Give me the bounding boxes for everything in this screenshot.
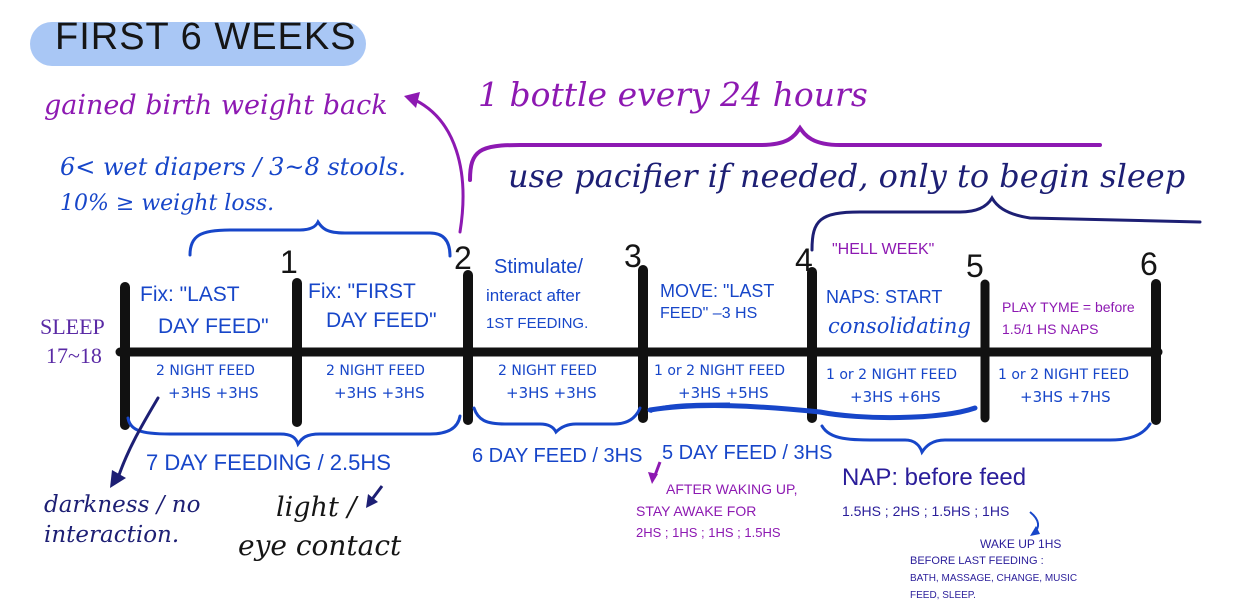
wakeup-line1: WAKE UP 1HS (980, 537, 1062, 551)
wakeup-arrowhead (1030, 526, 1040, 536)
wakeup-line2: BEFORE LAST FEEDING : (910, 555, 1044, 567)
note-week2-line2: interact after (486, 286, 581, 305)
gained-weight-note: gained birth weight back (44, 90, 388, 121)
night-feed-1-line1: 2 NIGHT FEED (156, 363, 255, 379)
week-marker-5: 5 (966, 248, 984, 284)
day-feeding-brace (126, 414, 462, 448)
darkness-line1: darkness / no (44, 492, 201, 518)
diaper-brace (188, 219, 452, 258)
note-week4-line1: NAPS: START (826, 287, 943, 307)
nap-brace (820, 422, 1152, 456)
sleep-label: SLEEP (40, 314, 105, 339)
night-feed-3-line2: +3HS +3HS (506, 384, 597, 402)
week-marker-4: 4 (795, 242, 813, 278)
note-week3-line2: FEED" –3 HS (660, 305, 758, 322)
after-waking-line3: 2HS ; 1HS ; 1HS ; 1.5HS (636, 525, 781, 540)
note-week3-line1: MOVE: "LAST (660, 281, 775, 301)
note-week0-line2: DAY FEED" (158, 315, 269, 338)
light-arrowhead (366, 494, 378, 508)
night-feed-5-line1: 1 or 2 NIGHT FEED (826, 367, 957, 383)
diapers-line-2: 10% ≥ weight loss. (60, 191, 275, 216)
after-waking-line2: STAY AWAKE FOR (636, 503, 757, 519)
week-marker-3: 3 (624, 238, 642, 274)
light-line1: light / (276, 492, 357, 523)
week-marker-2: 2 (454, 240, 472, 276)
night-feed-1-line2: +3HS +3HS (168, 384, 259, 402)
night-feed-3-line1: 2 NIGHT FEED (498, 363, 597, 379)
note-week2-line3: 1ST FEEDING. (486, 315, 589, 332)
after-waking-line1: AFTER WAKING UP, (666, 481, 798, 497)
hell-week-underline (647, 403, 978, 421)
bottle-brace (468, 124, 1102, 182)
note-week5-line2: 1.5/1 HS NAPS (1002, 321, 1099, 337)
sleep-hours: 17~18 (46, 343, 102, 368)
night-feed-6-line2: +3HS +7HS (1020, 388, 1111, 406)
note-week5-line1: PLAY TYME = before (1002, 299, 1135, 315)
title-highlight (30, 22, 366, 66)
wakeup-line4: FEED, SLEEP. (910, 590, 976, 601)
note-week1-line2: DAY FEED" (326, 309, 437, 332)
note-week4-line2: consolidating (828, 314, 971, 338)
note-week0-line1: Fix: "LAST (140, 283, 240, 306)
night-feed-2-line1: 2 NIGHT FEED (326, 363, 425, 379)
diapers-line-1: 6< wet diapers / 3~8 stools. (60, 153, 406, 181)
day-feeding-7: 7 DAY FEEDING / 2.5HS (146, 450, 391, 475)
night-feed-6-line1: 1 or 2 NIGHT FEED (998, 367, 1129, 383)
nap-note: NAP: before feed (842, 464, 1027, 491)
day-feed-6-brace (472, 406, 642, 435)
nap-times: 1.5HS ; 2HS ; 1.5HS ; 1HS (842, 503, 1010, 519)
note-week2-line1: Stimulate/ (494, 256, 583, 278)
weight-back-arrowhead (404, 92, 420, 108)
hell-week-label: "HELL WEEK" (832, 241, 935, 258)
night-feed-5-line2: +3HS +6HS (850, 388, 941, 406)
darkness-arrow (116, 396, 160, 480)
week-marker-1: 1 (280, 244, 298, 280)
wakeup-line3: BATH, MASSAGE, CHANGE, MUSIC (910, 573, 1078, 584)
light-line2: eye contact (238, 529, 402, 562)
bottle-note: 1 bottle every 24 hours (478, 75, 868, 114)
after-waking-arrowhead (648, 472, 658, 484)
weight-back-arrow (413, 98, 465, 234)
day-feed-5: 5 DAY FEED / 3HS (662, 442, 833, 464)
pacifier-note: use pacifier if needed, only to begin sl… (508, 157, 1186, 195)
week-marker-6: 6 (1140, 246, 1158, 282)
night-feed-2-line2: +3HS +3HS (334, 384, 425, 402)
page-title: FIRST 6 WEEKS (55, 16, 357, 58)
note-week1-line1: Fix: "FIRST (308, 280, 416, 303)
night-feed-4-line1: 1 or 2 NIGHT FEED (654, 363, 785, 379)
darkness-arrowhead (110, 470, 126, 488)
day-feed-6: 6 DAY FEED / 3HS (472, 445, 643, 467)
darkness-line2: interaction. (44, 522, 180, 548)
night-feed-4-line2: +3HS +5HS (678, 384, 769, 402)
hell-week-brace (810, 194, 1202, 252)
